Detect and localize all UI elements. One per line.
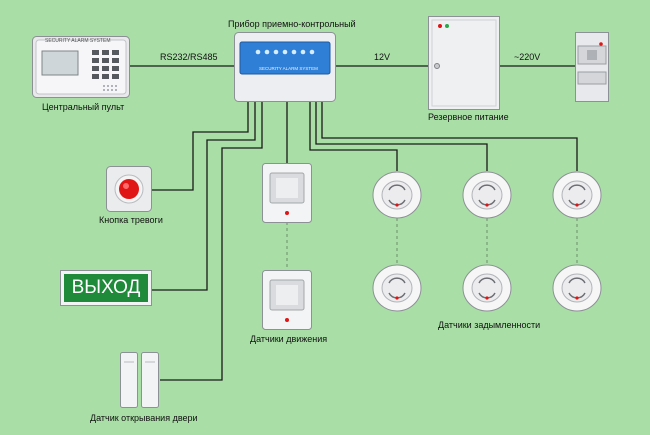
exit-sign: ВЫХОД <box>60 270 152 306</box>
panel-brand-label: SECURITY ALARM SYSTEM <box>259 66 318 71</box>
circuit-breaker-icon <box>575 32 609 102</box>
smoke-detector-icon <box>372 264 422 312</box>
alarm-button-label: Кнопка тревоги <box>99 215 163 225</box>
smoke-detector-icon <box>462 264 512 312</box>
red-alarm-button-icon <box>106 166 152 212</box>
central-panel-label: Центральный пульт <box>42 102 125 112</box>
door-sensor-label: Датчик открывания двери <box>90 413 198 423</box>
exit-sign-text: ВЫХОД <box>64 274 148 302</box>
smoke-sensors-label: Датчики задымленности <box>438 320 541 330</box>
motion-sensors-label: Датчики движения <box>250 334 328 344</box>
pir-motion-sensor-icon <box>262 270 312 330</box>
smoke-detector-icon <box>552 264 602 312</box>
12v-label: 12V <box>374 52 391 62</box>
control-panel-label: Прибор приемно-контрольный <box>228 19 356 29</box>
magnetic-door-contact-icon <box>120 352 159 408</box>
220v-label: ~220V <box>514 52 541 62</box>
backup-power-box-icon <box>428 16 500 110</box>
keypad-brand-label: SECURITY ALARM SYSTEM <box>45 38 111 44</box>
backup-power-label: Резервное питание <box>428 112 509 122</box>
interface-label: RS232/RS485 <box>160 52 218 62</box>
pir-motion-sensor-icon <box>262 163 312 223</box>
control-panel-icon <box>234 32 336 102</box>
smoke-detector-icon <box>372 171 422 219</box>
smoke-detector-icon <box>552 171 602 219</box>
smoke-detector-icon <box>462 171 512 219</box>
keypad-console-icon <box>32 36 130 98</box>
